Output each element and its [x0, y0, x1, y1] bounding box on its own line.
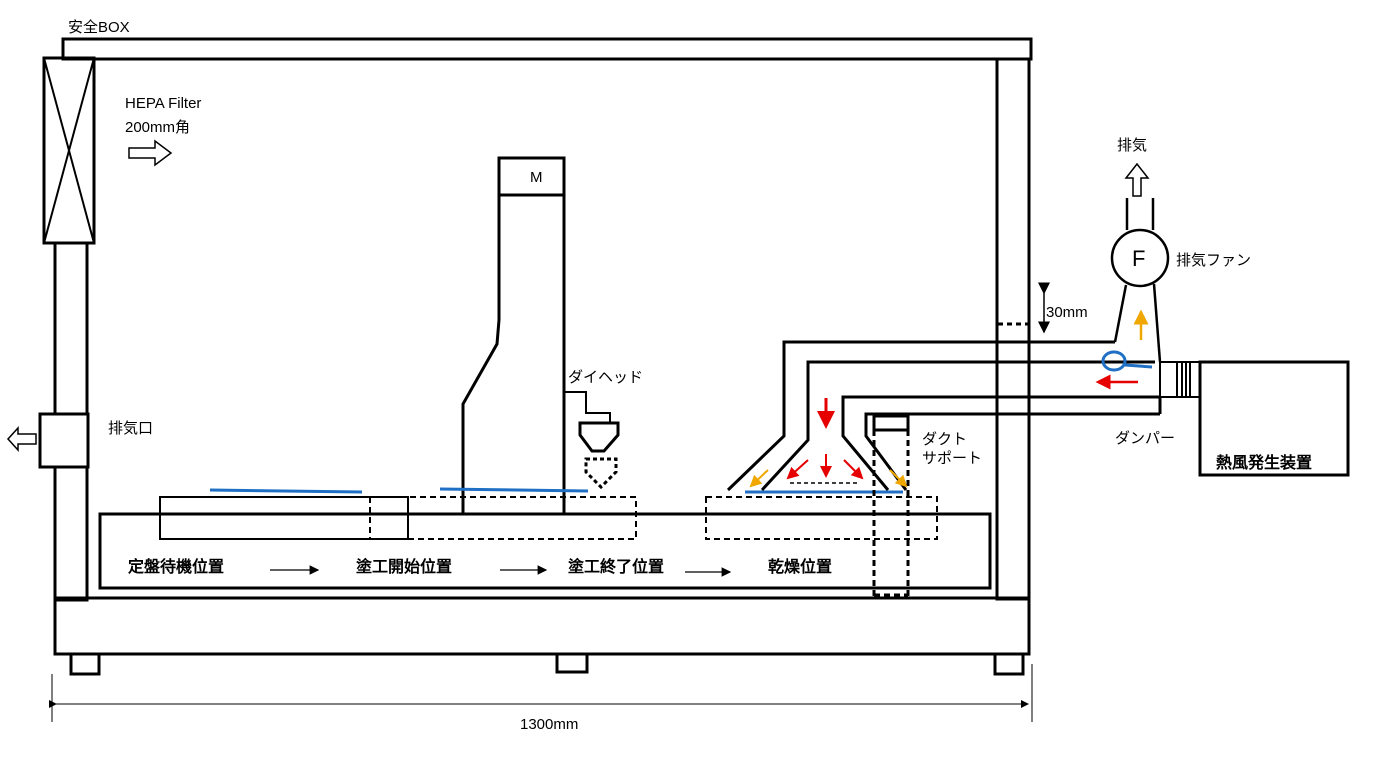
drying-duct	[726, 340, 1162, 492]
total-width-label: 1300mm	[520, 716, 578, 733]
films	[209, 487, 903, 494]
damper-icon	[1101, 350, 1153, 372]
platen-drying	[705, 496, 938, 540]
exhaust-fan-label: 排気ファン	[1176, 252, 1251, 269]
base-frame	[53, 596, 1031, 656]
overall-dimension	[49, 664, 1033, 722]
hot-air-generator	[1198, 360, 1350, 477]
safety-box-label: 安全BOX	[68, 18, 130, 36]
safety-box	[53, 37, 1033, 676]
station-drying: 乾燥位置	[768, 557, 832, 576]
hepa-filter	[42, 56, 96, 245]
rail-table	[98, 512, 992, 590]
die-head	[565, 391, 620, 490]
fan-icon	[1110, 228, 1170, 288]
motor-box	[497, 156, 566, 197]
foot-middle	[555, 652, 589, 674]
station-standby: 定盤待機位置	[127, 557, 224, 576]
exhaust-port	[38, 412, 90, 469]
right-post	[995, 57, 1031, 601]
damper-label: ダンパー	[1115, 430, 1175, 447]
station-coating-start: 塗工開始位置	[356, 557, 452, 576]
hot-air-generator-label: 熱風発生装置	[1216, 453, 1312, 472]
gap-30mm-label: 30mm	[1046, 304, 1088, 321]
exhaust-label: 排気	[1117, 137, 1147, 154]
foot-left	[69, 652, 101, 676]
top-frame	[61, 37, 1033, 61]
exhaust-out-arrow-icon	[6, 426, 37, 452]
airflow-in-arrow-icon	[128, 139, 173, 167]
hot-air-arrows	[786, 374, 1138, 480]
exhaust-port-label: 排気口	[108, 420, 153, 437]
duct-support	[872, 414, 910, 598]
exhaust-up-arrow-icon	[1124, 162, 1150, 197]
exhaust-fan	[1110, 198, 1170, 363]
station-coating-end: 塗工終了位置	[568, 557, 664, 576]
duct-connector	[1159, 361, 1201, 398]
hepa-size-label: 200mm角	[125, 119, 190, 136]
station-arrows	[270, 565, 732, 577]
duct-support-label-2: サポート	[922, 450, 982, 467]
fan-symbol: F	[1132, 246, 1145, 271]
die-head-label: ダイヘッド	[568, 369, 643, 386]
duct-support-label-1: ダクト	[922, 431, 967, 448]
film-coating	[439, 487, 589, 493]
film-standby	[209, 488, 363, 494]
platen-standby	[159, 496, 409, 540]
gantry-column	[461, 156, 566, 514]
motor-label: M	[530, 169, 543, 186]
platen-coating	[369, 496, 637, 540]
exhaust-air-arrows	[749, 309, 1149, 488]
foot-right	[993, 652, 1025, 676]
hepa-filter-label: HEPA Filter	[125, 95, 201, 112]
